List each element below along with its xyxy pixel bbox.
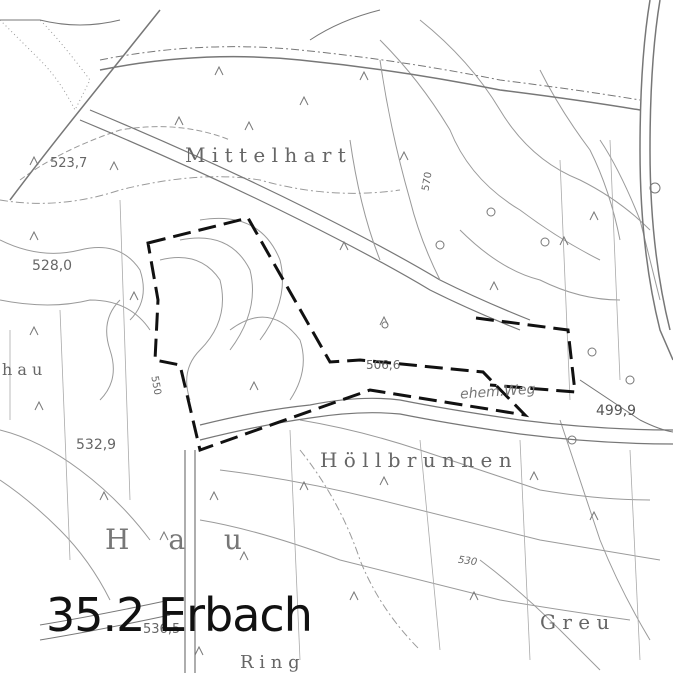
forest-symbols: [29, 65, 599, 656]
deciduous-symbols: [381, 182, 661, 445]
map-title: 35.2 Erbach: [46, 588, 313, 642]
place-name-hoellbrunnen: H ö l l b r u n n e n: [320, 448, 512, 472]
elevation-528: 528,0: [32, 258, 73, 274]
elevation-532: 532,9: [76, 437, 117, 453]
elevation-536: 536,5: [143, 622, 181, 637]
place-name-hau-left: h a u: [2, 360, 43, 379]
contour-lines: [0, 19, 661, 671]
place-name-greu: G r e u: [540, 610, 610, 634]
elevation-499: 499,9: [596, 403, 637, 419]
place-name-hau: H a u: [105, 523, 242, 556]
dotted-clearing: [0, 19, 91, 112]
place-name-ring: R i n g: [240, 652, 300, 673]
study-area-boundary: [146, 216, 577, 452]
place-name-mittelhart: M i t t e l h a r t: [185, 143, 346, 167]
elevation-506: 506,6: [366, 358, 401, 372]
parcel-lines: [9, 139, 641, 661]
elevation-523: 523,7: [50, 156, 88, 171]
